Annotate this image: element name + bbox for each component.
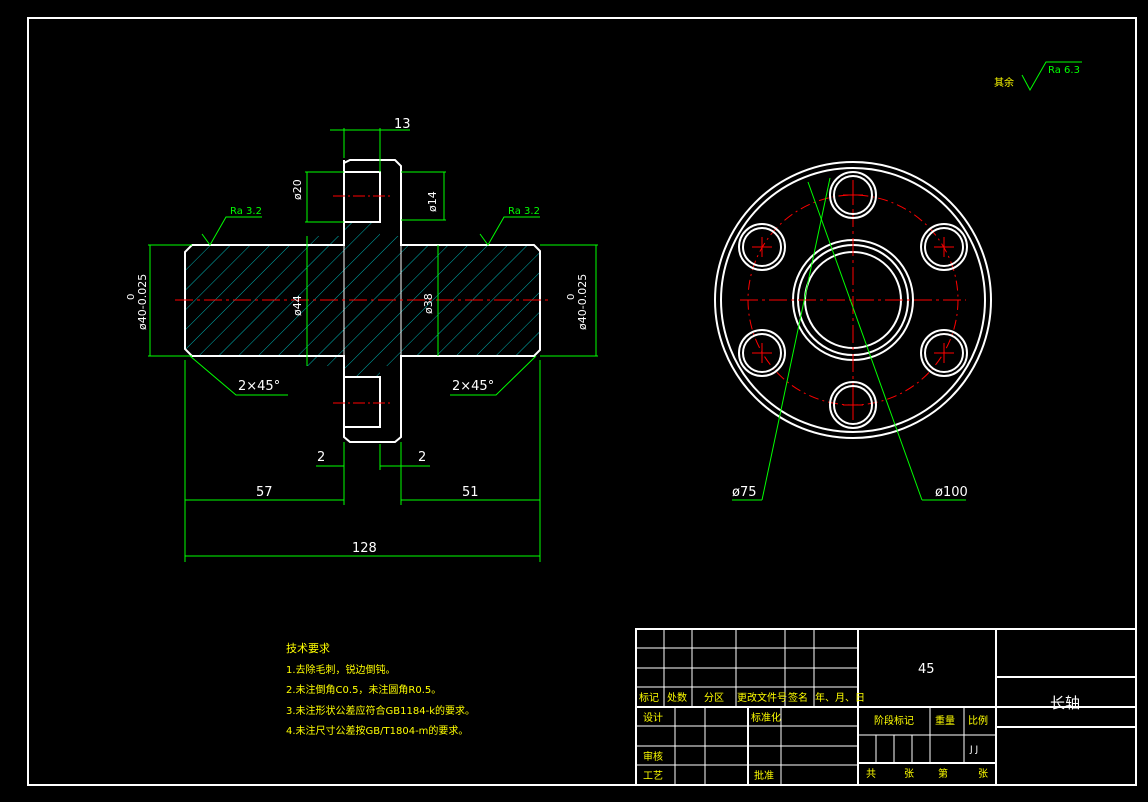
label-total: 共 <box>866 768 876 780</box>
drawing-frame <box>27 17 1137 786</box>
label-stage-mark: 阶段标记 <box>874 714 914 727</box>
dim-diameter-38: ø38 <box>422 293 435 314</box>
material: 45 <box>918 662 935 677</box>
label-design: 设计 <box>643 711 663 724</box>
label-approve: 批准 <box>754 769 774 782</box>
label-standardization: 标准化 <box>751 711 781 724</box>
tech-requirement-item: 2.未注倒角C0.5，未注圆角R0.5。 <box>286 683 441 696</box>
general-roughness-prefix: 其余 <box>994 76 1014 89</box>
dim-diameter-100: ø100 <box>935 485 968 500</box>
section-view <box>175 159 552 443</box>
tech-requirements: 技术要求 1.去除毛刺，锐边倒钝。 2.未注倒角C0.5，未注圆角R0.5。 3… <box>286 642 475 737</box>
label-page: 第 <box>938 767 948 780</box>
dim-diameter-75: ø75 <box>732 485 757 500</box>
header-mark: 标记 <box>639 692 659 704</box>
bolt-holes <box>738 171 968 429</box>
dim-diameter-40-right-upper: 0 <box>566 294 577 300</box>
title-block <box>635 628 1137 786</box>
upper-bolt-hole <box>343 171 381 223</box>
dim-diameter-44: ø44 <box>291 295 304 316</box>
label-scale: 比例 <box>968 714 988 727</box>
lower-bolt-hole <box>343 376 381 428</box>
dim-51: 51 <box>462 485 479 500</box>
header-change-doc: 更改文件号 <box>737 691 787 704</box>
roughness-left: Ra 3.2 <box>230 206 262 217</box>
label-weight: 重量 <box>935 714 955 727</box>
tech-requirements-title: 技术要求 <box>286 642 330 655</box>
dim-2-left: 2 <box>317 450 325 465</box>
section-dimensions <box>148 128 598 562</box>
flange-outer-circle <box>714 161 992 439</box>
header-zone: 分区 <box>704 692 724 704</box>
scale-marks: J J <box>969 745 978 755</box>
tech-requirement-item: 3.未注形状公差应符合GB1184-k的要求。 <box>286 704 475 717</box>
section-outline <box>184 159 541 443</box>
front-view <box>714 161 992 501</box>
label-sheet: 张 <box>978 768 988 780</box>
label-review: 审核 <box>643 750 663 763</box>
part-name: 长轴 <box>1050 694 1080 712</box>
roughness-right: Ra 3.2 <box>508 206 540 217</box>
header-date: 年、月、日 <box>815 691 865 704</box>
chamfer-right: 2×45° <box>452 379 494 394</box>
dim-diameter-40-left-upper: 0 <box>126 294 137 300</box>
dim-2-right: 2 <box>418 450 426 465</box>
tech-requirement-item: 4.未注尺寸公差按GB/T1804-m的要求。 <box>286 724 468 737</box>
tech-requirement-item: 1.去除毛刺，锐边倒钝。 <box>286 663 396 676</box>
dim-diameter-40-right: ø40-0.025 <box>576 274 589 330</box>
dim-13: 13 <box>394 117 411 132</box>
header-count: 处数 <box>667 691 687 704</box>
general-roughness-value: Ra 6.3 <box>1048 65 1080 76</box>
header-signature: 签名 <box>788 691 808 704</box>
dim-diameter-40-left: ø40-0.025 <box>136 274 149 330</box>
chamfer-left: 2×45° <box>238 379 280 394</box>
title-block-text: 标记 处数 分区 更改文件号 签名 年、月、日 设计 标准化 审核 工艺 批准 … <box>639 662 1080 782</box>
dim-57: 57 <box>256 485 273 500</box>
dim-128: 128 <box>352 541 377 556</box>
dim-diameter-14: ø14 <box>426 191 439 212</box>
label-sheets: 张 <box>904 768 914 780</box>
dim-diameter-20: ø20 <box>291 179 304 200</box>
label-process: 工艺 <box>643 770 663 782</box>
general-roughness-symbol: 其余 Ra 6.3 <box>994 61 1082 92</box>
